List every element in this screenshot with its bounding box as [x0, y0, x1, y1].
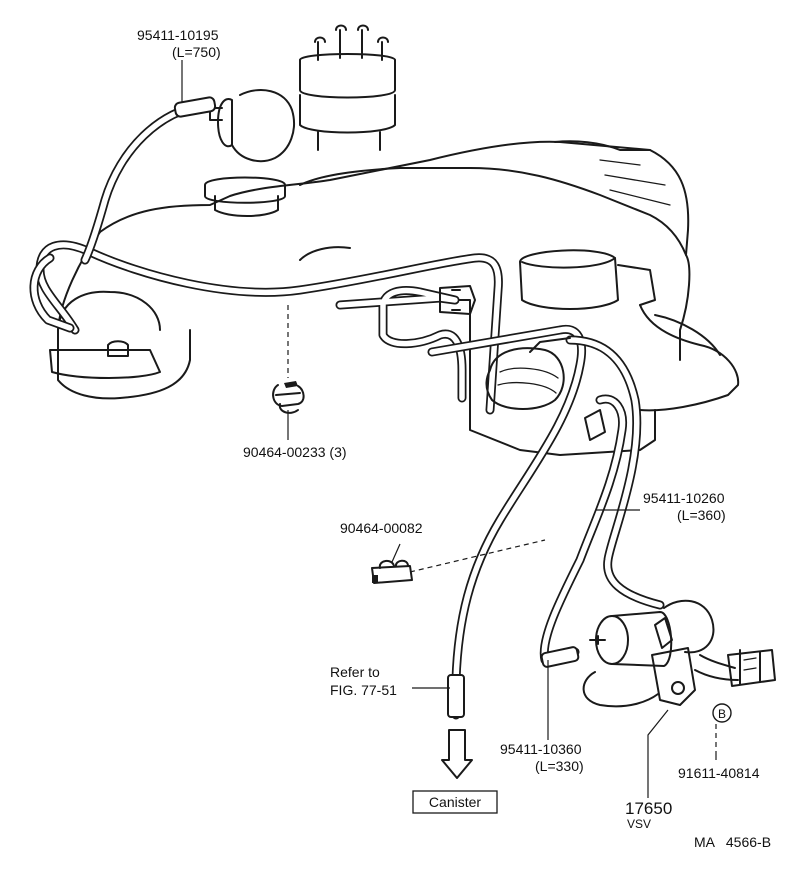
- clamp-mid-part-number: 90464-00082: [340, 520, 423, 536]
- vacuum-pipe-main: [29, 240, 503, 415]
- clamp-90464-00082: [371, 559, 413, 584]
- canister-box: Canister: [412, 790, 498, 814]
- vacuum-pipe-vsv: [539, 335, 665, 668]
- hose-95411-10195: [173, 96, 217, 118]
- vacuum-pipe-loop: [335, 285, 476, 403]
- clamp-90464-00233: [272, 381, 305, 414]
- hose-right-length: (L=360): [677, 507, 726, 523]
- bolt-marker: B: [712, 703, 732, 723]
- hose-end-canister: [447, 674, 465, 718]
- canister-label: Canister: [429, 794, 481, 810]
- bolt-part-number: 91611-40814: [678, 765, 760, 781]
- refer-text-line1: Refer to: [330, 664, 380, 680]
- hose-bottom-length: (L=330): [535, 758, 584, 774]
- hose-bottom-part-number: 95411-10360: [500, 741, 582, 757]
- hose-95411-10360: [540, 646, 580, 668]
- vsv-part-number: 17650: [625, 799, 672, 818]
- engine-outline: [49, 140, 740, 456]
- hose-top-part-number: 95411-10195: [137, 27, 219, 43]
- vsv-name: VSV: [627, 817, 651, 831]
- figure-code: MA 4566-B: [694, 834, 771, 850]
- clamp-left-part-number: 90464-00233 (3): [243, 444, 347, 460]
- hose-right-part-number: 95411-10260: [643, 490, 725, 506]
- vacuum-diaphragm: [485, 337, 606, 441]
- vsv-valve: [582, 599, 776, 708]
- bolt-marker-letter: B: [718, 707, 726, 721]
- canister-arrow: [441, 729, 473, 779]
- hose-top-length: (L=750): [172, 44, 221, 60]
- refer-text-line2: FIG. 77-51: [330, 682, 397, 698]
- hose-to-distributor: [80, 96, 217, 265]
- distributor: [209, 24, 396, 163]
- leader-lines: [181, 60, 717, 798]
